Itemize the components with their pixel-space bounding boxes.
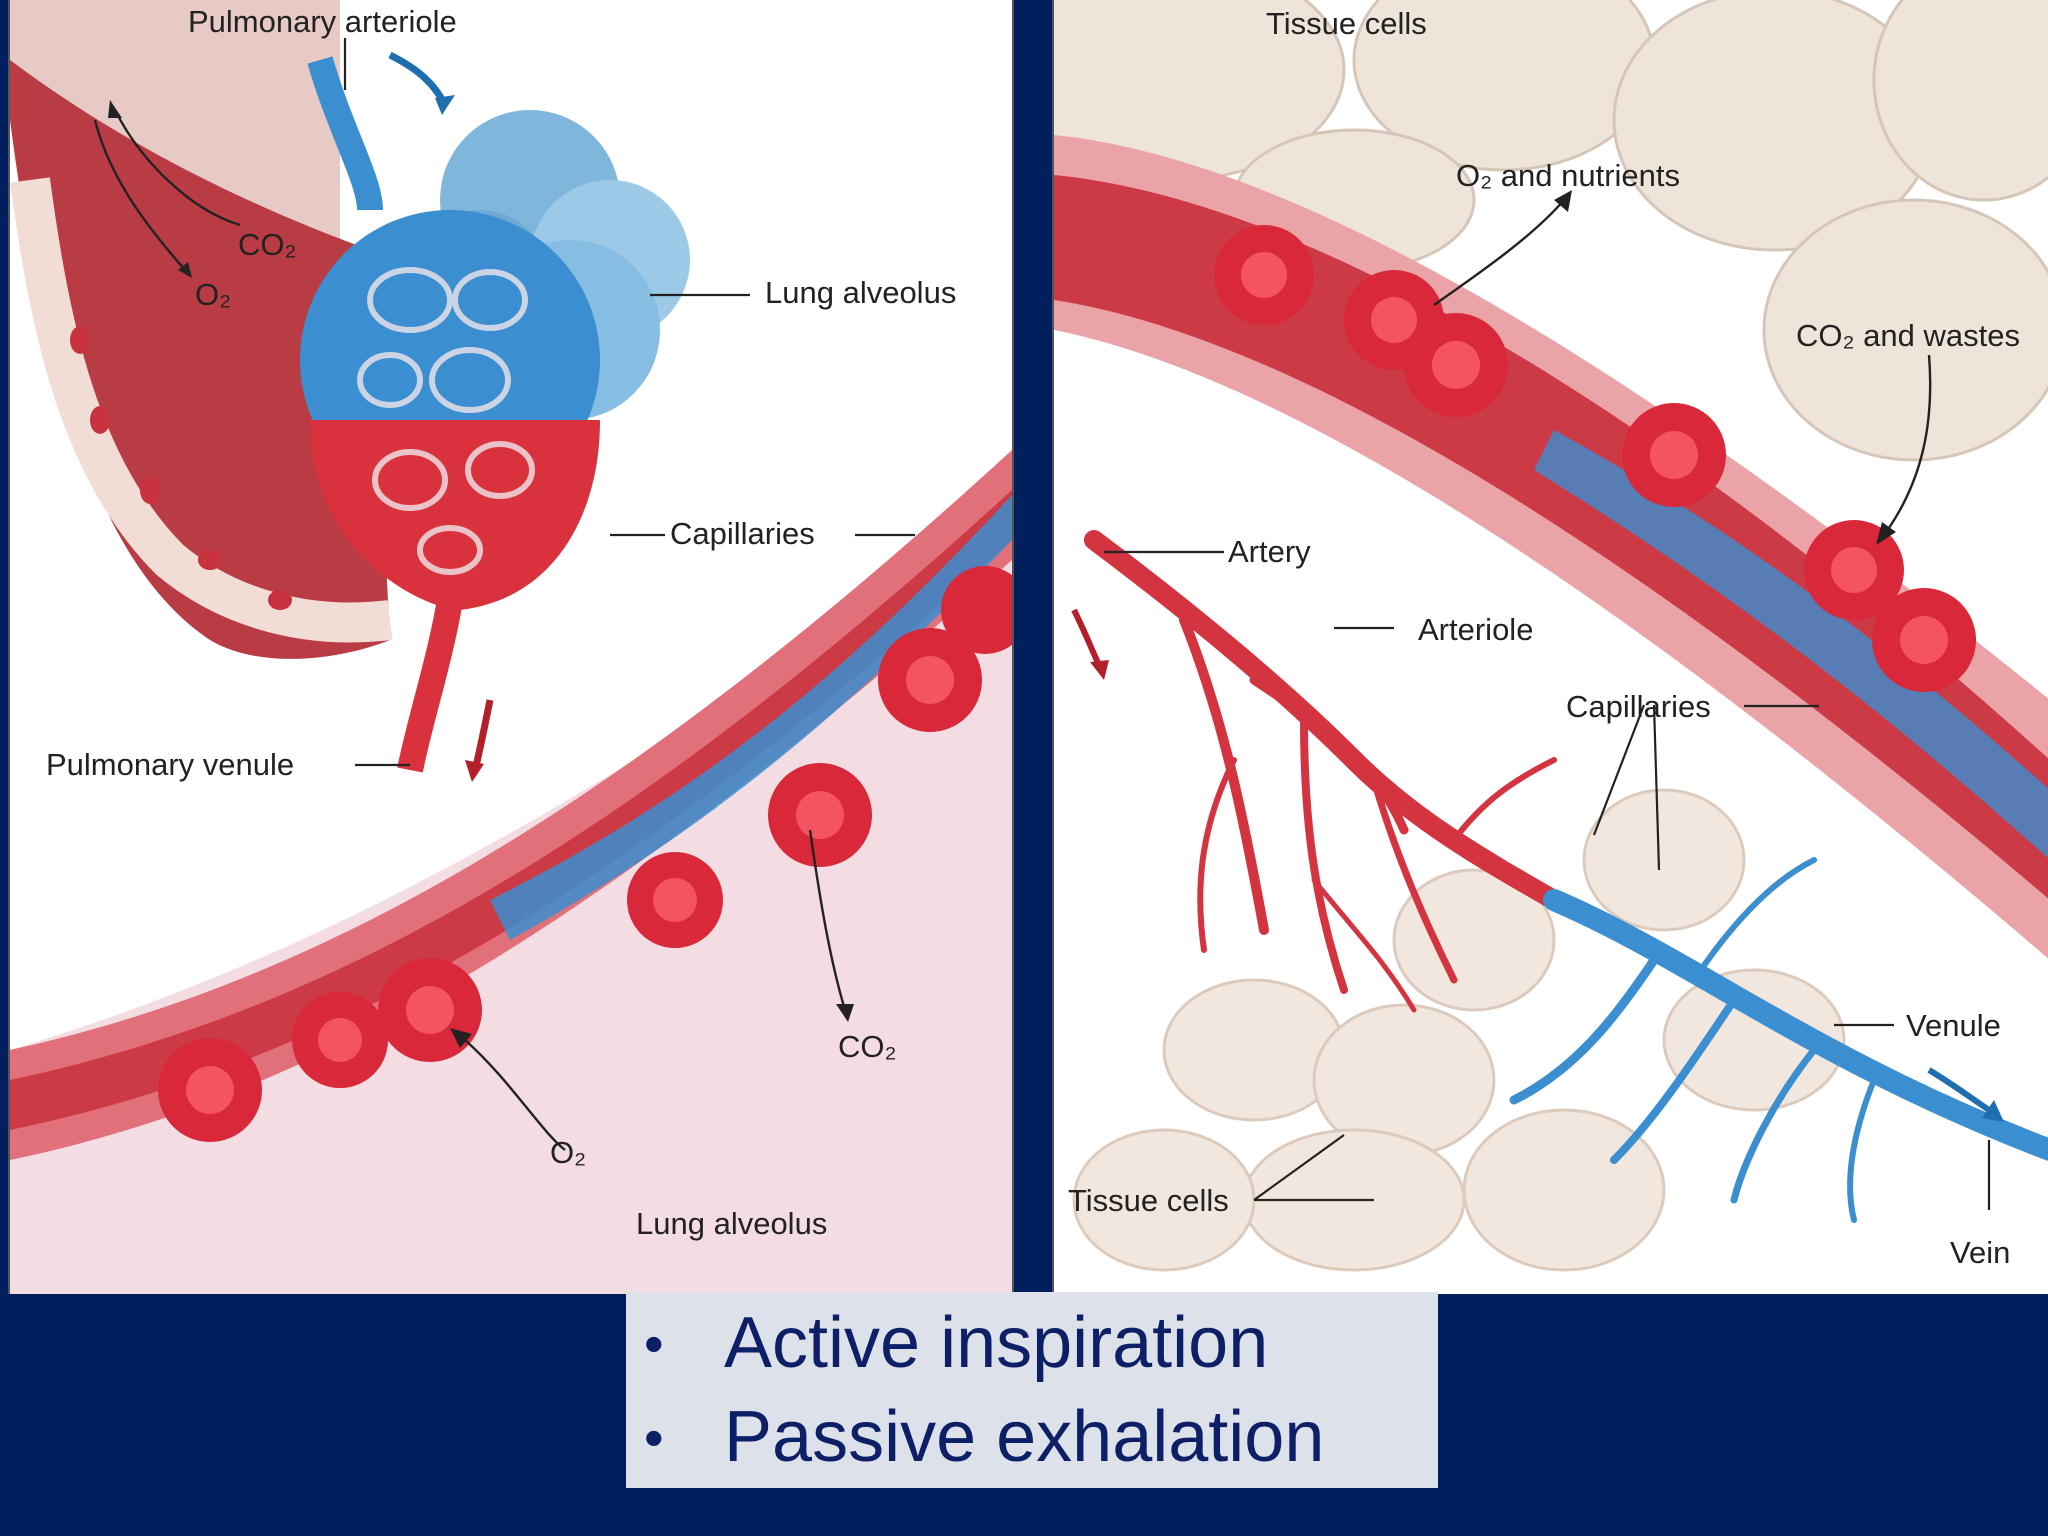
pulmonary-exchange-panel: Pulmonary arteriole CO₂ O₂ Lung alveolus…: [8, 0, 1014, 1294]
label-o2-bottom: O₂: [550, 1135, 586, 1170]
label-capillaries-right: Capillaries: [1566, 689, 1711, 724]
arterial-tree: [1084, 530, 1564, 1013]
label-arteriole: Arteriole: [1418, 612, 1533, 647]
o2-arrow-icon: [93, 119, 186, 271]
label-co2-and-wastes: CO₂ and wastes: [1796, 318, 2020, 353]
label-co2-top: CO₂: [238, 227, 297, 262]
artery-flow-arrow-icon: [1071, 608, 1102, 667]
bullet-dot-icon: •: [644, 1311, 664, 1375]
label-venule: Venule: [1906, 1008, 2001, 1043]
label-artery: Artery: [1228, 534, 1311, 569]
label-co2-bottom: CO₂: [838, 1029, 897, 1064]
systemic-illustration: Tissue cells O₂ and nutrients CO₂ and wa…: [1054, 0, 2048, 1272]
lower-capillary: [10, 490, 1012, 1130]
flow-arrow-out-icon: [471, 699, 494, 771]
label-tissue-cells-bottom: Tissue cells: [1068, 1183, 1229, 1218]
tissue-cells-top: [1054, 0, 2048, 462]
bullet-text-active-inspiration: Active inspiration: [724, 1303, 1269, 1383]
bullet-text-passive-exhalation: Passive exhalation: [724, 1397, 1325, 1477]
co2-lower-arrow-icon: [808, 829, 847, 1011]
label-tissue-cells-top: Tissue cells: [1266, 6, 1427, 41]
tissue-cells-bottom: [1072, 788, 1846, 1272]
vein-flow-arrow-icon: [1927, 1067, 1991, 1113]
pulmonary-vessel: [10, 60, 390, 659]
pulmonary-illustration: Pulmonary arteriole CO₂ O₂ Lung alveolus…: [10, 0, 1012, 1294]
label-lung-alveolus-bottom: Lung alveolus: [636, 1206, 827, 1241]
label-o2-top: O₂: [195, 277, 231, 312]
flow-arrow-in-icon: [388, 51, 449, 107]
label-capillaries: Capillaries: [670, 516, 815, 551]
pulmonary-venule: [397, 597, 463, 773]
bullet-item: • Passive exhalation: [644, 1390, 1438, 1484]
o2-lower-arrow-icon: [464, 1039, 566, 1151]
label-lung-alveolus-top: Lung alveolus: [765, 275, 956, 310]
co2-arrow-icon: [113, 109, 241, 227]
co2-wastes-arrow-icon: [1883, 354, 1932, 536]
o2-nutrients-arrow-icon: [1433, 199, 1565, 306]
label-pulmonary-arteriole: Pulmonary arteriole: [188, 4, 457, 39]
bullet-item: • Active inspiration: [644, 1296, 1438, 1390]
venous-tree: [1509, 857, 2048, 1223]
bullet-dot-icon: •: [644, 1405, 664, 1469]
capillary-net-oxygenated: [310, 420, 600, 610]
systemic-red-blood-cells: [1214, 225, 1976, 692]
systemic-exchange-panel: Tissue cells O₂ and nutrients CO₂ and wa…: [1052, 0, 2048, 1294]
red-blood-cells: [158, 566, 1012, 1142]
label-o2-and-nutrients: O₂ and nutrients: [1456, 158, 1680, 193]
systemic-capillary: [1054, 175, 2048, 899]
label-vein: Vein: [1950, 1235, 2010, 1270]
label-pulmonary-venule: Pulmonary venule: [46, 747, 294, 782]
bullet-caption-box: • Active inspiration • Passive exhalatio…: [626, 1292, 1438, 1488]
